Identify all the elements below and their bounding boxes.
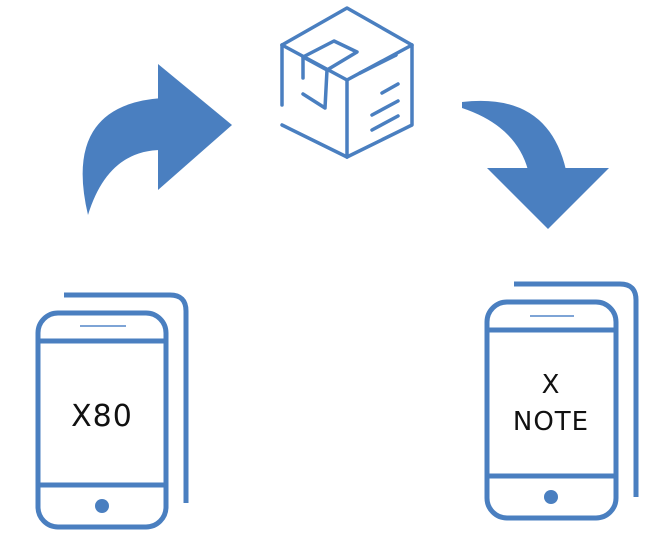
target-device-label-line1: X	[542, 370, 561, 400]
source-device-label: X80	[71, 399, 133, 434]
source-phone	[35, 292, 189, 530]
curved-arrow-up-right-icon	[82, 64, 232, 215]
curved-arrow-down-icon	[462, 100, 609, 229]
target-device-label-line2: NOTE	[513, 407, 589, 437]
target-phone	[484, 281, 639, 521]
package-box-icon	[280, 6, 414, 159]
